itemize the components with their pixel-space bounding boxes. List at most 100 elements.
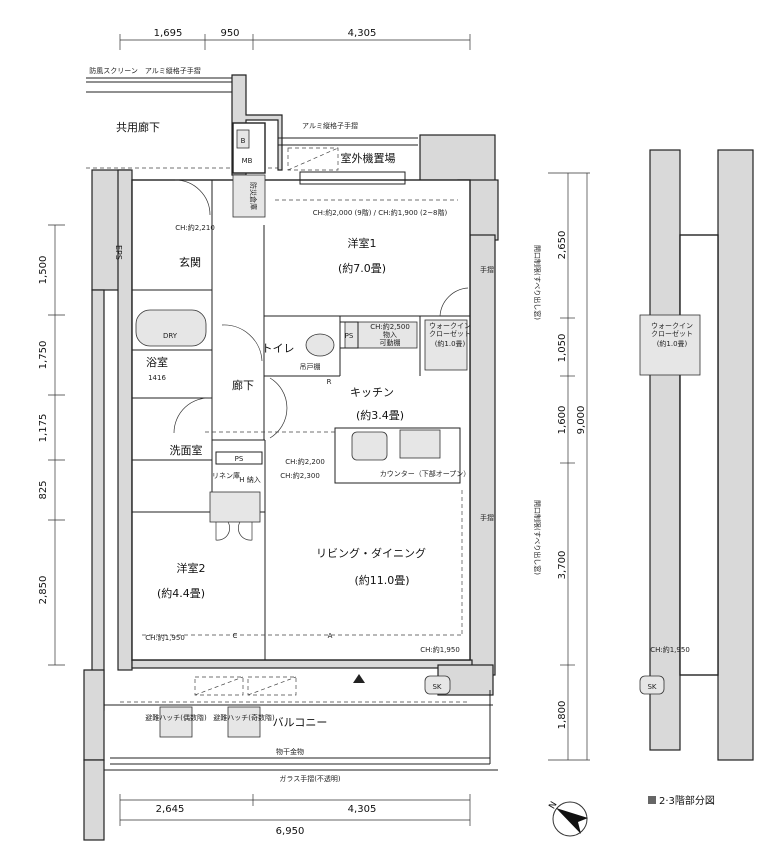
hanging-shelf-label: 吊戸棚 (300, 362, 321, 371)
partial-walkin-size: (約1.0畳) (657, 339, 688, 348)
ps-label: PS (345, 332, 354, 340)
hallway-label: 廊下 (232, 378, 254, 392)
left-dimensions: 1,500 1,750 1,175 825 2,850 (38, 224, 65, 666)
room-labels: 洋室1 (約7.0畳) CH:約2,000 (9階) / CH:約1,900 (… (114, 208, 542, 654)
r-label: R (327, 378, 332, 386)
dim-left-3: 1,175 (38, 414, 49, 443)
partial-walkin-1: ウォークイン (651, 322, 693, 330)
partial-sk: SK (647, 683, 656, 691)
partial-plan: ウォークイン クローゼット (約1.0畳) CH:約1,950 SK 2·3階部… (639, 149, 754, 807)
disaster-storage (232, 174, 266, 218)
partial-ch: CH:約1,950 (650, 645, 690, 654)
dim-right-2: 1,050 (557, 334, 568, 363)
kitchen-sink (351, 431, 388, 461)
dim-top-1: 1,695 (154, 28, 183, 39)
windscreen-label: 防風スクリーン アルミ縦格子手摺 (89, 66, 201, 75)
walkin-size: (約1.0畳) (435, 339, 466, 348)
kitchen-size: (約3.4畳) (356, 408, 404, 422)
toilet-fixture (305, 333, 335, 357)
storage-shelf-label: 可動棚 (380, 338, 401, 347)
bathtub (135, 309, 207, 347)
balcony-label: バルコニー (273, 716, 328, 729)
linen-label: リネン庫 (212, 471, 240, 480)
dim-right-total: 9,000 (576, 406, 587, 435)
closet-doors (215, 521, 253, 541)
ps-shaft (339, 321, 359, 349)
hatch-even (159, 706, 193, 738)
dim-right-5: 1,800 (557, 701, 568, 730)
kitchen-label: キッチン (350, 386, 394, 399)
shoe-cabinet (209, 491, 261, 523)
ch-entrance: CH:約2,210 (175, 223, 215, 232)
dim-top-2: 950 (220, 28, 239, 39)
dim-right-4: 3,700 (557, 551, 568, 580)
hatch-odd (227, 706, 261, 738)
compass-icon: N (548, 800, 588, 837)
dim-bottom-1: 2,645 (156, 804, 185, 815)
eps-label: EPS (114, 245, 123, 260)
drying-hardware-label: 物干金物 (276, 747, 304, 756)
partial-walkin-2: クローゼット (651, 329, 693, 338)
right-dimensions: 2,650 1,050 1,600 3,700 1,800 9,000 (548, 172, 590, 761)
handrail-2: 手摺 (480, 513, 494, 522)
window-note-2: 開口制限(すべり出し窓) (533, 500, 542, 575)
sk-label: SK (432, 683, 441, 691)
dim-bottom-total: 6,950 (276, 826, 305, 837)
washroom-label: 洗面室 (170, 443, 203, 457)
ps2-label: PS (235, 455, 244, 463)
compass-north: N (548, 800, 560, 811)
dim-left-1: 1,500 (38, 256, 49, 285)
bath-size: 1416 (148, 374, 166, 382)
partitions (132, 179, 470, 660)
alum-rail-label: アルミ縦格子手摺 (302, 121, 358, 130)
stove (399, 429, 441, 459)
dim-top-3: 4,305 (348, 28, 377, 39)
ps2-shaft (215, 451, 263, 465)
unit-outline (131, 179, 471, 661)
ch-hall: CH:約2,200 (285, 457, 325, 466)
walkin-closet (424, 319, 468, 371)
entrance-label: 玄関 (179, 255, 201, 269)
entrance-triangle-marker (353, 674, 365, 683)
bottom-dimensions: 2,645 4,305 6,950 (119, 794, 471, 837)
dim-right-3: 1,600 (557, 406, 568, 435)
c-label: C (233, 632, 238, 640)
western1-size: (約7.0畳) (338, 261, 386, 275)
western2-label: 洋室2 (177, 561, 206, 575)
ch-storage: CH:約2,500 (370, 322, 410, 331)
ch-hall2: CH:約2,300 (280, 471, 320, 480)
b-label: B (241, 137, 246, 145)
ch-w1: CH:約2,000 (9階) / CH:約1,900 (2~8階) (313, 208, 448, 217)
ch-w2: CH:約1,950 (145, 633, 185, 642)
partial-plan-caption: 2·3階部分図 (659, 794, 715, 807)
dim-left-5: 2,850 (38, 576, 49, 605)
bath-label: 浴室 (146, 355, 168, 369)
balcony: 避難ハッチ(偶数階) 避難ハッチ(奇数階) バルコニー SK 物干金物 ガラス手… (104, 674, 498, 783)
top-dimensions: 1,695 950 4,305 (119, 28, 471, 50)
dim-right-1: 2,650 (557, 231, 568, 260)
counter-label: カウンター（下部オープン） (380, 469, 471, 478)
common-corridor-label: 共用廊下 (116, 120, 160, 134)
walkin-label-1: ウォークイン (429, 322, 471, 330)
h-storage-label: H 納入 (239, 475, 261, 484)
dim-left-2: 1,750 (38, 341, 49, 370)
handrail-1: 手摺 (480, 265, 494, 274)
disaster-storage-label: 防災倉庫 (249, 182, 258, 210)
hatch-odd-label: 避難ハッチ(奇数階) (213, 713, 275, 722)
dim-left-4: 825 (38, 480, 49, 499)
dim-bottom-2: 4,305 (348, 804, 377, 815)
storage-label: 物入 (383, 330, 397, 339)
living-size: (約11.0畳) (354, 573, 409, 587)
window-note-1: 開口制限(すべり出し窓) (533, 245, 542, 320)
b-box (236, 129, 250, 149)
caption-square (648, 796, 656, 804)
dry-label: DRY (163, 332, 178, 340)
living-label: リビング・ダイニング (316, 546, 426, 560)
walkin-label-2: クローゼット (429, 329, 471, 338)
mb-label: MB (242, 157, 253, 165)
a-label: A (328, 632, 333, 640)
hatch-even-label: 避難ハッチ(偶数階) (145, 713, 207, 722)
glass-rail-label: ガラス手摺(不透明) (279, 774, 341, 783)
ch-ld: CH:約1,950 (420, 645, 460, 654)
